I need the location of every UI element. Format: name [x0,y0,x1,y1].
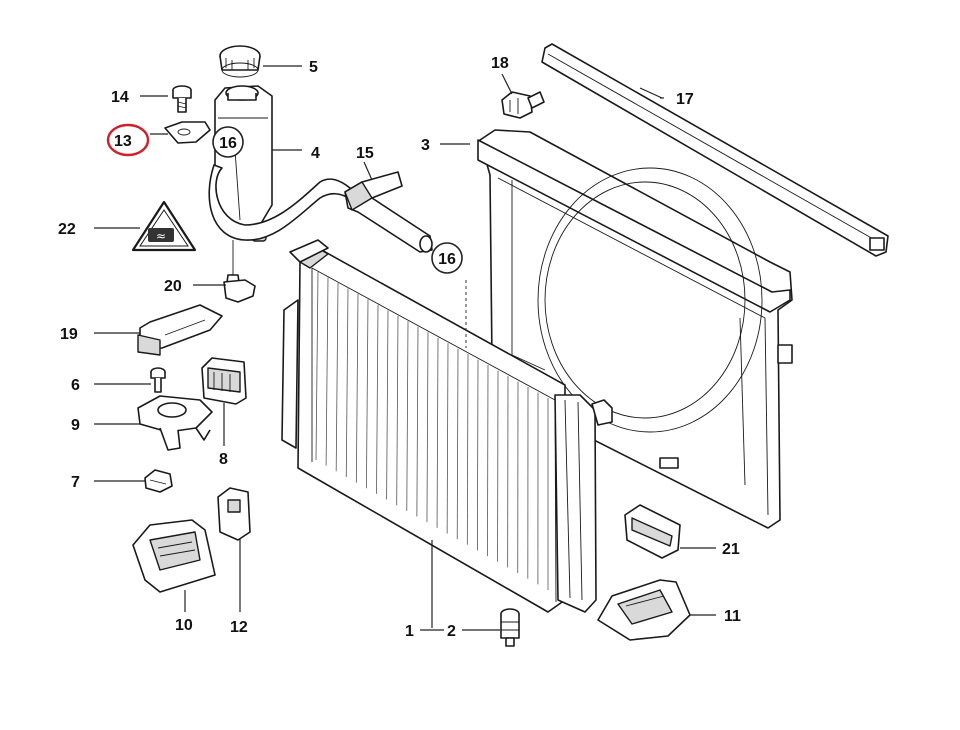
callout-12: 12 [230,619,248,636]
radiator-fin [426,332,429,523]
radiator-fin [406,321,409,511]
warning-sign: ≈ [131,200,197,252]
radiator-fin [345,288,349,477]
buffer-12 [217,487,251,541]
callout-5: 5 [309,59,318,76]
callout-8: 8 [219,451,228,468]
radiator-fin [476,359,479,551]
level-sensor [223,240,256,303]
callout-labels: 1 2 3 4 5 6 7 8 9 10 11 12 13 14 15 17 1… [58,55,741,640]
radiator-fin [335,282,339,472]
callout-21: 21 [722,541,740,558]
radiator-fins [315,271,549,590]
leader-lines [94,65,716,631]
callout-7: 7 [71,474,80,491]
radiator-fin [466,354,469,545]
callout-15: 15 [356,145,374,162]
callout-20: 20 [164,278,182,295]
radiator-fin [416,326,419,517]
screw-14 [172,85,192,113]
filler-cap [219,45,261,78]
radiator-fin [487,365,489,557]
callout-19: 19 [60,326,78,343]
bracket-19 [137,304,223,356]
radiator-fin [366,299,369,489]
callout-16-radiator: 16 [438,251,456,268]
seal-strip [541,43,889,257]
air-duct-10 [132,519,216,593]
clip-nut-7 [144,469,173,493]
radiator-fin [396,315,399,506]
callout-11: 11 [724,608,741,625]
radiator-fin [446,343,449,534]
callout-2: 2 [447,623,456,640]
clip-18 [501,91,545,119]
holder-21 [624,504,681,559]
callout-9: 9 [71,417,80,434]
fan-shroud [477,129,793,529]
callout-18: 18 [491,55,509,72]
callout-1: 1 [405,623,414,640]
callout-17: 17 [676,91,694,108]
bracket-13 [164,121,211,144]
warning-symbol: ≈ [156,229,166,243]
rubber-mount-8 [201,357,247,405]
radiator-fin [355,293,359,483]
radiator [281,239,613,613]
drain-plug-2 [500,608,520,647]
callout-13: 13 [114,133,132,150]
vent-pipe [344,171,433,253]
radiator-fin [315,271,319,461]
callout-10: 10 [175,617,193,634]
radiator-fin [456,348,459,540]
screw-6 [150,367,166,393]
callout-6: 6 [71,377,80,394]
radiator-fin [436,337,439,528]
callout-14: 14 [111,89,129,106]
callout-16-tank: 16 [219,135,237,152]
callout-22: 22 [58,221,76,238]
callout-4: 4 [311,145,320,162]
air-duct-11 [597,579,691,641]
callout-3: 3 [421,137,430,154]
radiator-fin [376,304,379,494]
highlight-ring-13 [106,123,150,157]
radiator-fin [325,277,329,466]
radiator-fin [386,310,389,500]
mount-bracket-9 [137,395,213,451]
